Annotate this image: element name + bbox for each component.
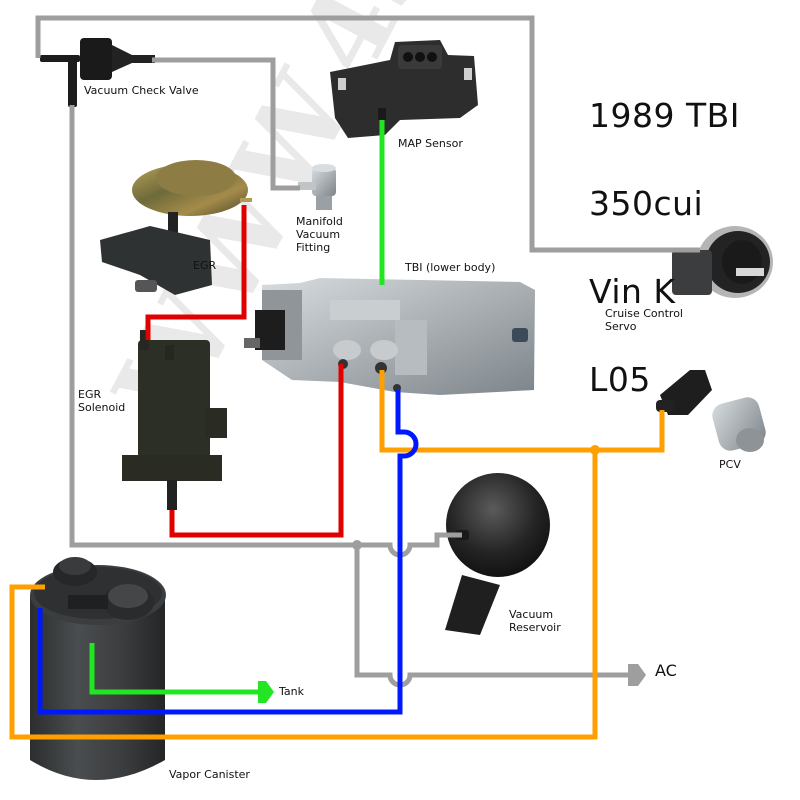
label-pcv: PCV [719, 458, 741, 471]
engine-title: 1989 TBI 350cui Vin K L05 [589, 50, 740, 446]
vacuum-reservoir [445, 473, 550, 635]
title-line-year: 1989 TBI [589, 96, 741, 135]
label-vapor-canister: Vapor Canister [169, 768, 250, 781]
label-vacuum-check-valve: Vacuum Check Valve [84, 84, 199, 97]
label-map-sensor: MAP Sensor [398, 137, 463, 150]
label-ac: AC [655, 661, 677, 680]
purge-hose-orange [9, 450, 598, 740]
label-tbi: TBI (lower body) [405, 261, 496, 274]
manifold-vacuum-fitting [298, 164, 336, 210]
pcv-junction [590, 445, 600, 455]
label-cruise-control-servo: Cruise Control Servo [605, 307, 683, 333]
egr-solenoid [122, 330, 227, 510]
pcv-valve [656, 370, 766, 452]
tank-arrow-icon [258, 681, 274, 703]
vacuum-hose-cruise [35, 15, 700, 253]
ac-arrow-icon [628, 664, 646, 686]
egr-valve [100, 160, 252, 295]
cruise-control-servo [672, 226, 773, 298]
vacuum-hose-manifold [152, 57, 300, 191]
vacuum-check-valve [40, 38, 155, 107]
map-sensor [330, 40, 478, 138]
label-egr-solenoid: EGR Solenoid [78, 388, 126, 414]
label-manifold-vacuum-fitting: Manifold Vacuum Fitting [296, 215, 343, 254]
canister-purge-hose [37, 390, 419, 715]
vacuum-junction [352, 540, 362, 550]
vapor-canister [30, 557, 166, 780]
title-line-vin: Vin K [589, 272, 676, 311]
tank-hose [89, 643, 262, 695]
egr-hose-top [145, 205, 247, 340]
label-tank: Tank [279, 685, 304, 698]
title-line-displacement: 350cui [589, 184, 704, 223]
title-line-rpo: L05 [589, 360, 651, 399]
tbi-lower-body [244, 278, 535, 395]
label-egr: EGR [193, 259, 217, 272]
egr-hose-bottom [169, 364, 344, 538]
label-vacuum-reservoir: Vacuum Reservoir [509, 608, 561, 634]
